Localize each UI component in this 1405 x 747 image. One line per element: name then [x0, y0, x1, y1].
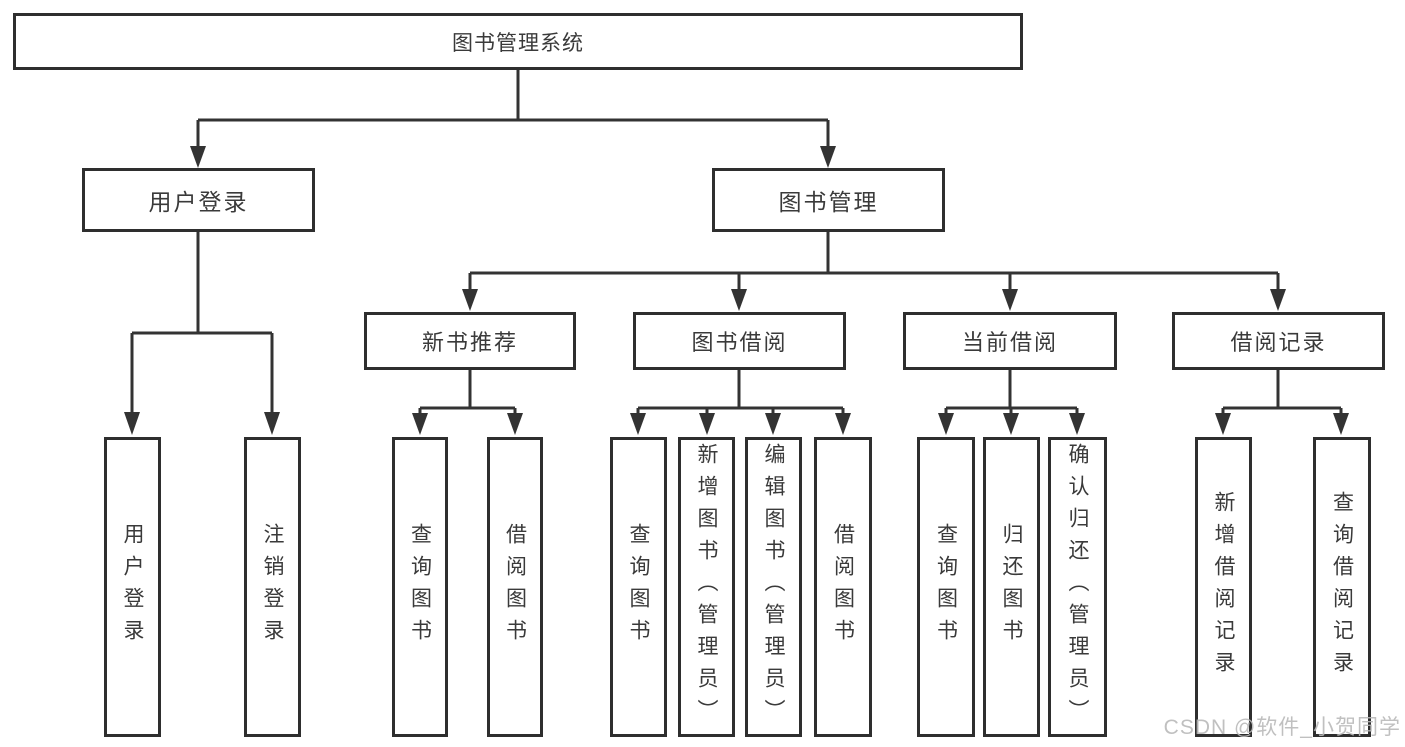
node-borrowing-records: 借阅记录 — [1172, 312, 1385, 370]
node-current-borrowing: 当前借阅 — [903, 312, 1117, 370]
leaf-borrow-add-books-admin: 新增图书（管理员） — [678, 437, 735, 737]
leaf-current-return-books: 归还图书 — [983, 437, 1040, 737]
leaf-current-query-books: 查询图书 — [917, 437, 975, 737]
node-book-borrowing: 图书借阅 — [633, 312, 846, 370]
leaf-logout-login: 注销登录 — [244, 437, 301, 737]
node-book-management: 图书管理 — [712, 168, 945, 232]
leaf-records-add-borrow-record: 新增借阅记录 — [1195, 437, 1252, 737]
leaf-records-query-borrow-record: 查询借阅记录 — [1313, 437, 1371, 737]
leaf-recommend-query-books: 查询图书 — [392, 437, 448, 737]
node-user-login: 用户登录 — [82, 168, 315, 232]
leaf-borrow-borrow-books: 借阅图书 — [814, 437, 872, 737]
leaf-borrow-edit-books-admin: 编辑图书（管理员） — [745, 437, 802, 737]
leaf-recommend-borrow-books: 借阅图书 — [487, 437, 543, 737]
csdn-watermark: CSDN @软件_小贺同学 — [1163, 716, 1401, 739]
node-library-management-system: 图书管理系统 — [13, 13, 1023, 70]
node-new-book-recommendation: 新书推荐 — [364, 312, 576, 370]
leaf-borrow-query-books: 查询图书 — [610, 437, 667, 737]
leaf-user-login: 用户登录 — [104, 437, 161, 737]
leaf-current-confirm-return-admin: 确认归还（管理员） — [1048, 437, 1107, 737]
